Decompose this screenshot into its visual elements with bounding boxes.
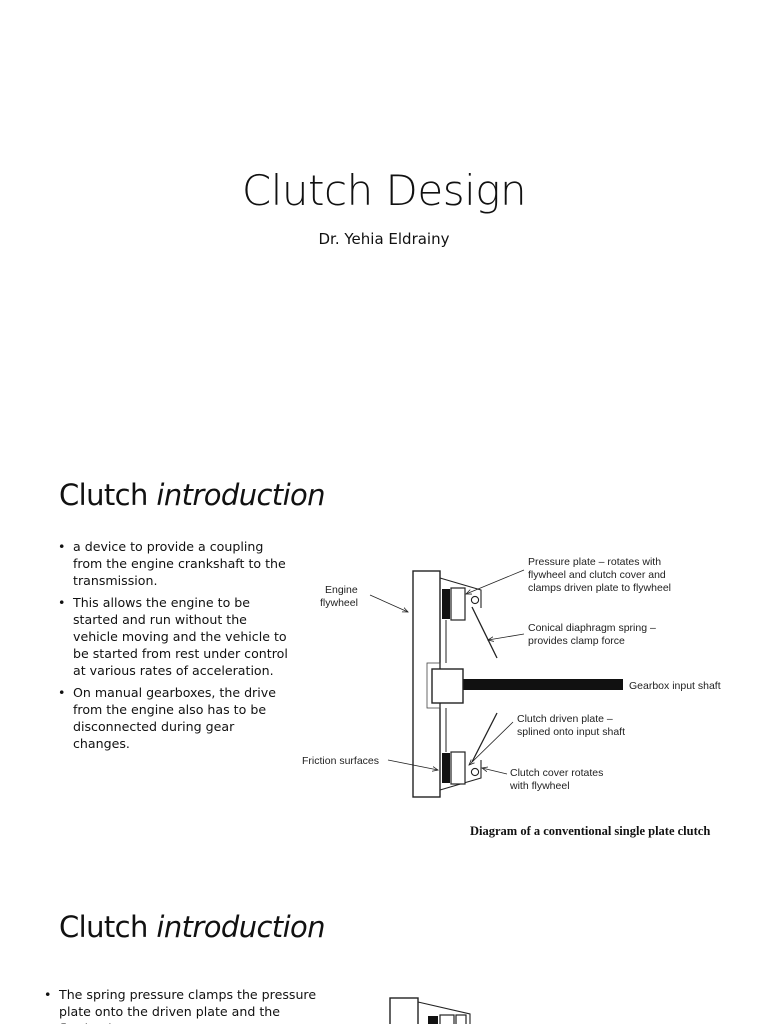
- bullet-list: The spring pressure clamps the pressure …: [43, 986, 333, 1024]
- label-input-shaft: Gearbox input shaft: [629, 680, 721, 692]
- bullet-item: This allows the engine to be started and…: [57, 594, 289, 679]
- clutch-cover-upper: [417, 1001, 471, 1024]
- label-spring-1: Conical diaphragm spring –: [528, 622, 656, 634]
- clutch-diagram-partial: [389, 997, 471, 1024]
- bullet-item: a device to provide a coupling from the …: [57, 538, 289, 589]
- slide-title-plain: Clutch: [59, 910, 157, 944]
- diaphragm-spring-lower: [471, 712, 498, 763]
- label-spring-2: provides clamp force: [528, 635, 625, 647]
- label-cover-2: with flywheel: [509, 780, 570, 792]
- title-slide: Clutch Design Dr. Yehia Eldrainy: [0, 0, 768, 432]
- leader-friction-surfaces: [387, 759, 438, 770]
- label-engine-flywheel-2: flywheel: [320, 597, 358, 609]
- slide-title-italic: introduction: [156, 478, 325, 512]
- label-pressure-plate-2: flywheel and clutch cover and: [528, 569, 666, 581]
- diaphragm-spring-upper: [471, 606, 498, 659]
- hub-block: [431, 668, 464, 704]
- pivot-upper: [470, 595, 480, 605]
- bullet-item: On manual gearboxes, the drive from the …: [57, 684, 289, 752]
- pressure-plate-lower: [450, 751, 466, 785]
- pivot-lower: [470, 767, 480, 777]
- label-driven-plate-2: splined onto input shaft: [517, 726, 625, 738]
- pressure-plate-inner: [455, 1014, 467, 1024]
- label-pressure-plate-3: clamps driven plate to flywheel: [528, 582, 671, 594]
- clutch-cover-lower: [439, 760, 482, 791]
- friction-lining-lower: [442, 753, 450, 783]
- leader-pressure-plate: [466, 569, 525, 594]
- label-engine-flywheel-1: Engine: [325, 584, 358, 596]
- leader-cover: [482, 768, 508, 775]
- slide-title: Clutch introduction: [59, 478, 326, 512]
- deck-title: Clutch Design: [241, 166, 527, 215]
- slide-title-plain: Clutch: [59, 478, 157, 512]
- friction-lining-upper: [428, 1016, 438, 1024]
- label-driven-plate-1: Clutch driven plate –: [517, 713, 613, 725]
- slide-title: Clutch introduction: [59, 910, 326, 944]
- label-pressure-plate-1: Pressure plate – rotates with: [528, 556, 661, 568]
- intro-slide-continued: Clutch introduction The spring pressure …: [0, 864, 768, 1024]
- pressure-plate-upper: [439, 1014, 455, 1024]
- label-cover-1: Clutch cover rotates: [510, 767, 603, 779]
- label-friction-surfaces: Friction surfaces: [302, 755, 379, 767]
- slide-title-italic: introduction: [156, 910, 325, 944]
- bullet-item: The spring pressure clamps the pressure …: [43, 986, 333, 1024]
- friction-lining-upper: [442, 589, 450, 619]
- bullet-list: a device to provide a coupling from the …: [57, 538, 289, 757]
- input-shaft-shape: [458, 679, 623, 690]
- intro-slide: Clutch introduction a device to provide …: [0, 432, 768, 864]
- clutch-diagram: Engine flywheel Pressure plate – rotates…: [302, 556, 721, 798]
- leader-engine-flywheel: [369, 594, 408, 612]
- pressure-plate-upper: [450, 587, 466, 621]
- leader-spring: [488, 633, 525, 640]
- clutch-cover-upper: [439, 577, 482, 608]
- leader-driven-plate: [469, 721, 514, 765]
- flywheel-shape: [389, 997, 419, 1024]
- deck-author: Dr. Yehia Eldrainy: [318, 230, 450, 248]
- diagram-caption: Diagram of a conventional single plate c…: [470, 824, 711, 838]
